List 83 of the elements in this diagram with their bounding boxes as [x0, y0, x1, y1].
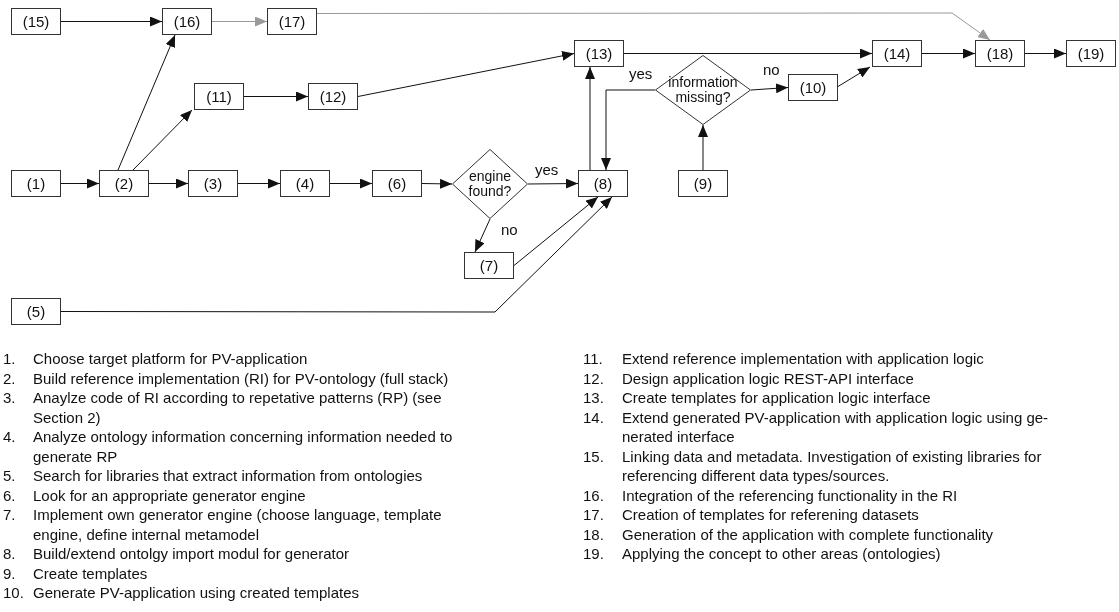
arrow	[921, 48, 976, 59]
process-box: (4)	[280, 170, 330, 197]
list-number: 15.	[583, 446, 604, 466]
list-number: 9.	[3, 563, 16, 583]
list-item-text: Anaylze code of RI according to repetative patterns (RP) (see Section 2)	[33, 388, 443, 427]
list-item-text: Generation of the application with complete functionality	[622, 524, 995, 544]
arrow	[60, 16, 163, 27]
list-number: 8.	[3, 544, 16, 564]
process-box: (14)	[872, 40, 922, 67]
list-item-text: Integration of the referencing functionality in the RI	[622, 485, 959, 505]
process-box: (11)	[194, 83, 244, 110]
arrow	[237, 178, 281, 189]
list-number: 4.	[3, 427, 16, 447]
process-box: (19)	[1066, 40, 1116, 67]
list-item-text: Create templates	[33, 563, 149, 583]
list-number: 14.	[583, 407, 604, 427]
list-item-text: Implement own generator engine (choose language, template engine, define internal metamodel	[33, 505, 443, 544]
list-item-text: Design application logic REST-API interface	[622, 368, 915, 388]
process-box: (16)	[162, 8, 212, 35]
arrow	[601, 89, 656, 171]
arrow	[132, 109, 193, 171]
arrow	[698, 124, 708, 171]
process-box: (8)	[578, 170, 628, 197]
list-item-text: Build reference implementation (RI) for PV-ontology (full stack)	[33, 368, 450, 388]
list-number: 12.	[583, 368, 604, 388]
list-number: 18.	[583, 524, 604, 544]
list-item-text: Extend generated PV-application with application logic using ge-nerated interface	[622, 407, 1050, 447]
process-box: (12)	[308, 83, 358, 110]
arrow	[513, 196, 599, 266]
list-number: 5.	[3, 466, 16, 486]
arrow	[117, 34, 176, 171]
arrow	[1024, 48, 1067, 59]
arrow	[329, 178, 373, 189]
process-box: (13)	[574, 40, 624, 67]
list-number: 1.	[3, 349, 16, 369]
list-number: 7.	[3, 505, 16, 525]
process-box: (6)	[372, 170, 422, 197]
list-number: 19.	[583, 544, 604, 564]
arrow	[750, 83, 789, 94]
list-number: 3.	[3, 388, 16, 408]
arrow	[316, 12, 991, 41]
process-box: (18)	[975, 40, 1025, 67]
arrow	[474, 218, 491, 253]
arrow	[585, 66, 595, 171]
process-box: (5)	[11, 298, 61, 325]
list-item-text: Search for libraries that extract information from ontologies	[33, 466, 424, 486]
list-number: 11.	[583, 349, 603, 369]
arrow	[148, 178, 189, 189]
process-box: (3)	[188, 170, 238, 197]
process-box: (15)	[11, 8, 61, 35]
list-item-text: Generate PV-application using created templates	[33, 583, 361, 603]
list-number: 10.	[3, 583, 24, 603]
arrow	[357, 50, 575, 97]
list-number: 6.	[3, 485, 16, 505]
list-item-text: Extend reference implementation with application logic	[622, 349, 985, 369]
list-number: 16.	[583, 485, 604, 505]
arrow	[623, 48, 873, 59]
process-box: (7)	[464, 252, 514, 279]
list-item-text: Applying the concept to other areas (ontologies)	[622, 544, 942, 564]
list-number: 17.	[583, 505, 604, 525]
decision-diamond: engine found?	[452, 149, 528, 219]
arrow	[243, 91, 309, 102]
list-item-text: Create templates for application logic interface	[622, 388, 932, 408]
process-box: (9)	[678, 170, 728, 197]
arrow	[60, 178, 100, 189]
process-box: (1)	[11, 170, 61, 197]
process-box: (10)	[788, 74, 838, 101]
process-box: (17)	[267, 8, 317, 35]
arrow	[837, 66, 871, 87]
arrow	[421, 178, 453, 189]
list-number: 13.	[583, 388, 604, 408]
arrow	[527, 178, 579, 189]
arrow	[211, 16, 268, 27]
list-item-text: Choose target platform for PV-application	[33, 349, 309, 369]
arrow	[60, 196, 613, 313]
list-number: 2.	[3, 368, 16, 388]
list-item-text: Creation of templates for referening datasets	[622, 505, 920, 525]
list-item-text: Analyze ontology information concerning information needed to generate RP	[33, 427, 454, 466]
process-box: (2)	[99, 170, 149, 197]
list-item-text: Build/extend ontolgy import modul for generator	[33, 544, 350, 564]
decision-diamond: information missing?	[655, 55, 751, 125]
list-item-text: Linking data and metadata. Investigation of existing libraries for referencing different data types/sources.	[622, 446, 1043, 486]
list-item-text: Look for an appropriate generator engine	[33, 485, 307, 505]
